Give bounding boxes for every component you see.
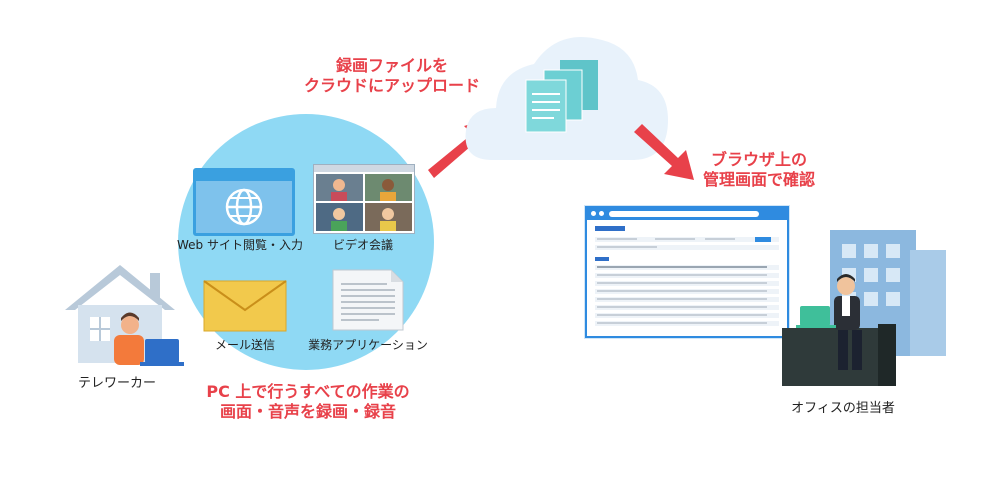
- upload-caption: 録画ファイルを クラウドにアップロード: [303, 56, 480, 95]
- browser-titlebar: [587, 208, 787, 220]
- web-browse-label: Web サイト閲覧・入力: [177, 238, 303, 252]
- office-person-label: オフィスの担当者: [791, 401, 895, 416]
- web-browser-window: [193, 168, 295, 236]
- browser-manage-caption: ブラウザ上の 管理画面で確認: [702, 150, 815, 189]
- office-illustration: [782, 230, 946, 386]
- teleworker-person-icon: [114, 312, 184, 366]
- management-browser-window: [585, 206, 789, 338]
- mail-send-label: メール送信: [214, 338, 275, 352]
- participants-icon: [316, 174, 412, 231]
- office-person-icon: [782, 274, 896, 386]
- business-app-label: 業務アプリケーション: [308, 338, 428, 352]
- teleworker-illustration: [65, 265, 184, 366]
- download-arrow-icon: [634, 124, 694, 180]
- globe-icon: [225, 188, 263, 226]
- document-icon: [332, 269, 404, 331]
- video-meeting-window: [313, 164, 415, 234]
- files-icon: [525, 60, 598, 133]
- envelope-icon: [203, 280, 287, 332]
- cloud-icon: [465, 37, 668, 160]
- pc-record-caption: PC 上で行うすべての作業の 画面・音声を録画・録音: [206, 382, 410, 421]
- video-meeting-label: ビデオ会議: [332, 238, 393, 252]
- teleworker-label: テレワーカー: [77, 376, 156, 391]
